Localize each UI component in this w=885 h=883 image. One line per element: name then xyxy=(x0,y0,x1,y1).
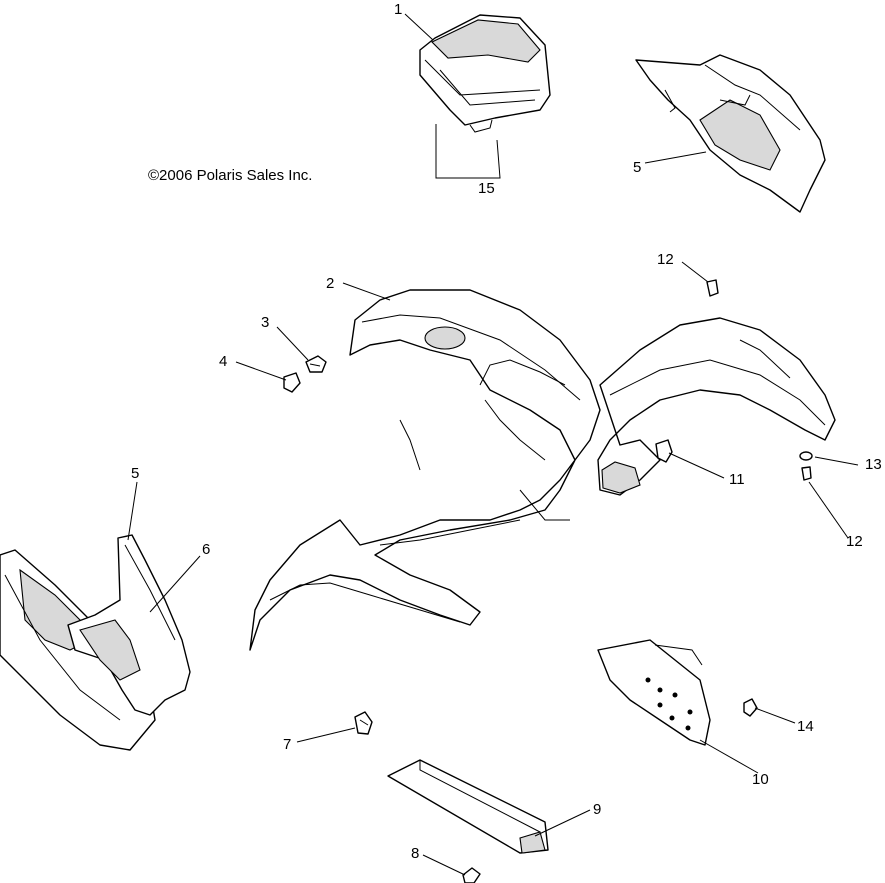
part-13-washer xyxy=(799,451,813,461)
callout-labels: 1 2 3 4 5 5 6 7 8 9 10 11 12 12 13 14 15 xyxy=(131,1,882,862)
part-11-fastener xyxy=(655,439,673,463)
callout-7: 7 xyxy=(283,736,291,753)
callout-10: 10 xyxy=(752,771,769,788)
callout-15: 15 xyxy=(478,180,495,197)
part-6-footwell-panel xyxy=(67,534,191,716)
part-12-screw-right xyxy=(801,466,812,481)
callout-13: 13 xyxy=(865,456,882,473)
callout-12-top: 12 xyxy=(657,251,674,268)
callout-9: 9 xyxy=(593,801,601,818)
copyright-text: ©2006 Polaris Sales Inc. xyxy=(148,167,312,184)
part-4-push-rivet xyxy=(283,372,301,393)
part-14-screw xyxy=(743,698,758,717)
part-12-screw-top xyxy=(706,279,719,297)
part-3-clip xyxy=(305,355,327,373)
callout-14: 14 xyxy=(797,718,814,735)
callout-8: 8 xyxy=(411,845,419,862)
callout-1: 1 xyxy=(394,1,402,18)
part-9-heat-shield xyxy=(387,759,549,854)
callout-4: 4 xyxy=(219,353,227,370)
callout-5-left: 5 xyxy=(131,465,139,482)
callout-6: 6 xyxy=(202,541,210,558)
part-7-clip xyxy=(354,711,373,735)
part-8-screw xyxy=(462,867,481,883)
part-1-headlight-pod xyxy=(419,14,551,179)
part-5-rear-cover-top xyxy=(635,54,826,213)
callout-3: 3 xyxy=(261,314,269,331)
callout-11: 11 xyxy=(729,471,745,488)
callout-5-top: 5 xyxy=(633,159,641,176)
callout-2: 2 xyxy=(326,275,334,292)
part-10-splash-guard xyxy=(597,639,711,746)
leader-lines xyxy=(127,13,859,876)
part-rear-fender-right xyxy=(597,317,836,496)
part-2-front-body xyxy=(249,289,601,651)
callout-12-right: 12 xyxy=(846,533,863,550)
